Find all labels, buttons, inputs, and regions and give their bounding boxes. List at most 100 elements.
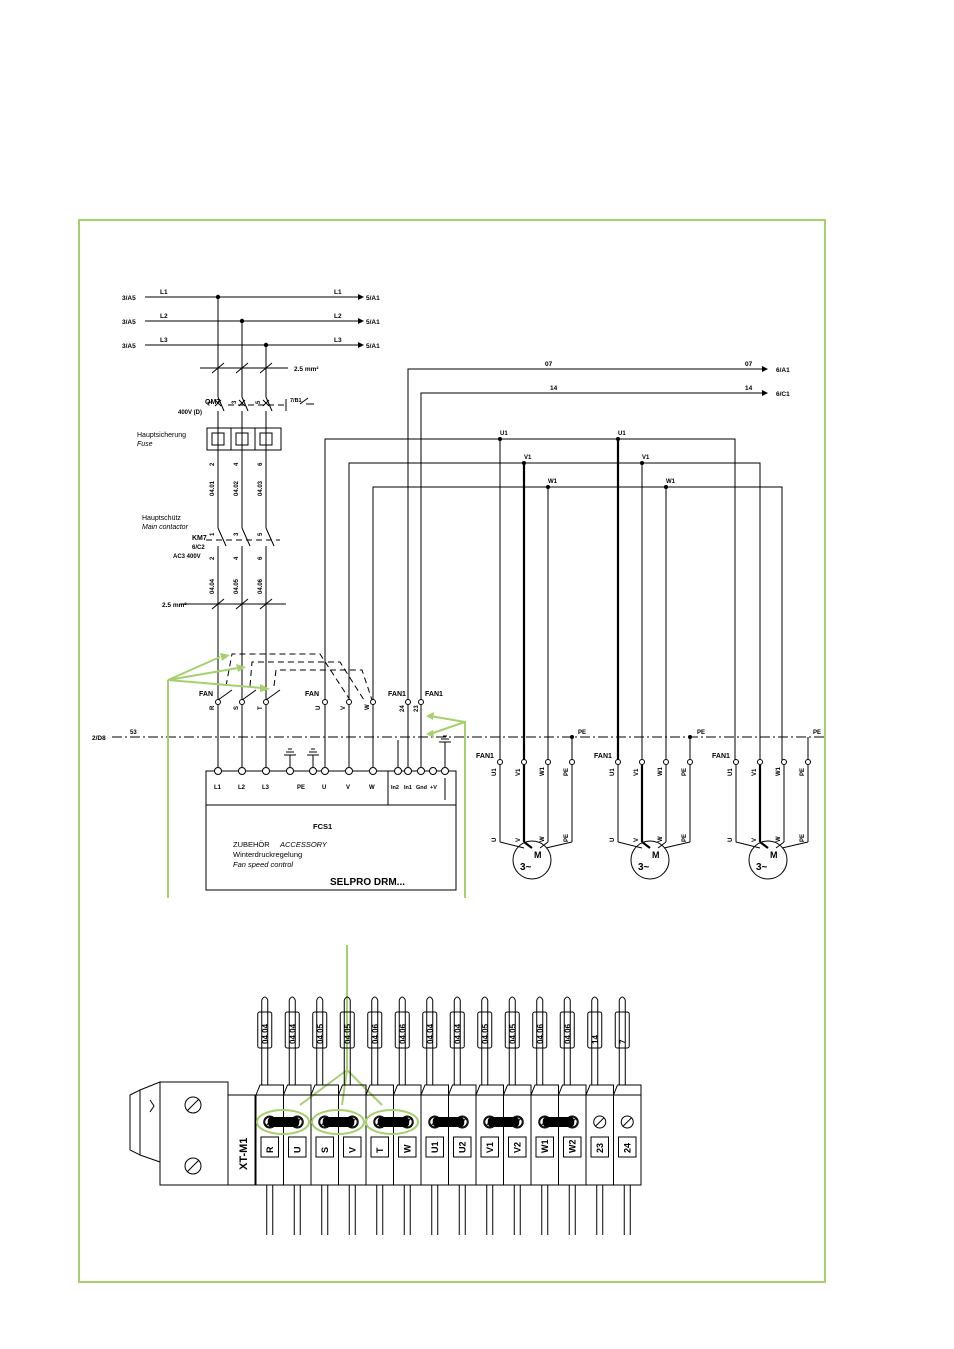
bus-w1-a: W1 — [548, 479, 558, 485]
controller-tag: FCS1 — [313, 822, 332, 831]
wire-ferrule — [257, 1011, 273, 1049]
wire-number: 04.06 — [536, 1023, 545, 1044]
terminal-top — [420, 1084, 449, 1096]
wire-ferrule — [422, 1011, 438, 1049]
motor-phase: 3~ — [638, 862, 650, 873]
terminal-label: W2 — [567, 1140, 577, 1154]
terminal-marker — [425, 1136, 444, 1158]
accessory-en: ACCESSORY — [279, 840, 328, 849]
terminal-top — [283, 1084, 312, 1096]
terminal-body — [310, 1094, 339, 1186]
jumper-screw[interactable] — [539, 1116, 551, 1128]
terminal-jumper — [322, 1117, 355, 1127]
wire-end — [453, 996, 461, 1001]
pe-bus: 2/D8 53 PE PE PE — [92, 730, 825, 760]
jumper-screw[interactable] — [511, 1116, 523, 1128]
wire-end — [618, 996, 626, 1001]
contactor-pole-in-5: 5 — [258, 532, 264, 536]
terminal-block-tag: XT-M1 — [238, 1138, 250, 1170]
contactor-pole-out-4: 4 — [234, 556, 240, 560]
jumper-screw[interactable] — [429, 1116, 441, 1128]
fan-term-u: U — [316, 706, 322, 710]
wire-number: 04.04 — [261, 1023, 270, 1044]
terminal-cell: V1 — [475, 1084, 504, 1235]
ctrl-term-v: V — [346, 785, 350, 791]
terminal-marker — [260, 1136, 279, 1158]
jumper-screw[interactable] — [264, 1116, 276, 1128]
jumper-screw[interactable] — [291, 1116, 303, 1128]
terminal-wire: 04.06 — [559, 996, 575, 1085]
terminal-marker — [563, 1136, 582, 1158]
fan-term-s: S — [234, 706, 240, 710]
motor-terminal — [545, 759, 551, 765]
wire-number: 04.05 — [508, 1023, 517, 1044]
terminal-screw[interactable] — [593, 1115, 607, 1129]
wire-number: 04.04 — [426, 1023, 435, 1044]
motor-terminal-label: U1 — [610, 768, 616, 776]
wire-number: 04.05 — [481, 1023, 490, 1044]
motor-label: FAN1 — [476, 753, 494, 760]
contactor-label-en: Main contactor — [142, 524, 189, 531]
contactor-pole-out-2: 2 — [210, 556, 216, 560]
wire-ferrule — [449, 1011, 465, 1049]
fuse-pole-out-2: 2 — [210, 462, 216, 466]
wire-end — [316, 996, 324, 1001]
jumper-screw[interactable] — [319, 1116, 331, 1128]
wire-14-right: 14 — [745, 385, 753, 392]
wire-number: 04.04 — [288, 1023, 297, 1044]
motor-terminal-label: W1 — [658, 766, 664, 776]
terminal-marker — [370, 1136, 389, 1158]
fuse-pole-out-6: 6 — [258, 462, 264, 466]
contactor-rating: AC3 400V — [173, 554, 201, 560]
motor-lead-bend — [545, 841, 573, 849]
wire-ferrule — [284, 1011, 300, 1049]
input-l2-dst: 5/A1 — [366, 319, 380, 326]
jumper-screw[interactable] — [346, 1116, 358, 1128]
motor-terminal — [687, 759, 693, 765]
wire-end — [426, 996, 434, 1001]
terminal-label: 24 — [622, 1143, 632, 1153]
terminal-marker — [590, 1136, 609, 1158]
ctrl-term-l3: L3 — [262, 785, 270, 791]
input-l2-label: L2 — [160, 313, 168, 320]
bus-u1-a: U1 — [500, 431, 508, 437]
fan-term-w: W — [365, 704, 371, 710]
terminal-body — [255, 1094, 284, 1186]
terminal-wire: 04.04 — [422, 996, 438, 1085]
fuse-rating: 400V (D) — [178, 410, 202, 416]
fuse-qm7: QM7 400V (D) 1 3 5 7/B1 Hauptsicherung F… — [137, 396, 314, 472]
jumper-screw[interactable] — [401, 1116, 413, 1128]
wire-04-01: 04.01 — [210, 480, 216, 496]
motor-lead-bend — [499, 841, 525, 849]
terminal-body — [365, 1094, 394, 1186]
jumper-screw[interactable] — [456, 1116, 468, 1128]
motor-winding-label: V — [752, 838, 758, 842]
terminal-top — [310, 1084, 339, 1096]
motor-lead-bend — [617, 841, 643, 849]
ref-6-c1: 6/C1 — [776, 391, 790, 398]
motor-phase: 3~ — [520, 862, 532, 873]
terminal-label: W — [402, 1144, 412, 1153]
terminal-marker — [453, 1136, 472, 1158]
terminal-wire: 04.05 — [312, 996, 328, 1085]
cross-section-bottom: 2.5 mm² — [162, 602, 187, 609]
terminal-screw[interactable] — [620, 1115, 634, 1129]
jumper-screw[interactable] — [374, 1116, 386, 1128]
motor-terminal-label: PE — [564, 768, 570, 776]
fan-out-label: FAN — [305, 691, 319, 698]
terminal-label: U1 — [430, 1141, 440, 1153]
bus-v1-b: V1 — [642, 455, 650, 461]
jumper-screw[interactable] — [484, 1116, 496, 1128]
output-l2-label: L2 — [334, 313, 342, 320]
terminal-top — [503, 1084, 532, 1096]
jumper-screw[interactable] — [566, 1116, 578, 1128]
ctrl-term-l2: L2 — [238, 785, 246, 791]
fan1-term-24: 24 — [400, 705, 406, 712]
terminal-top — [585, 1084, 614, 1096]
fuse-pole-out-4: 4 — [234, 462, 240, 466]
terminal-label: S — [320, 1147, 330, 1153]
contactor-pole-in-1: 1 — [210, 532, 216, 536]
motor-letter: M — [652, 850, 660, 860]
fan1-b-label: FAN1 — [425, 691, 443, 698]
